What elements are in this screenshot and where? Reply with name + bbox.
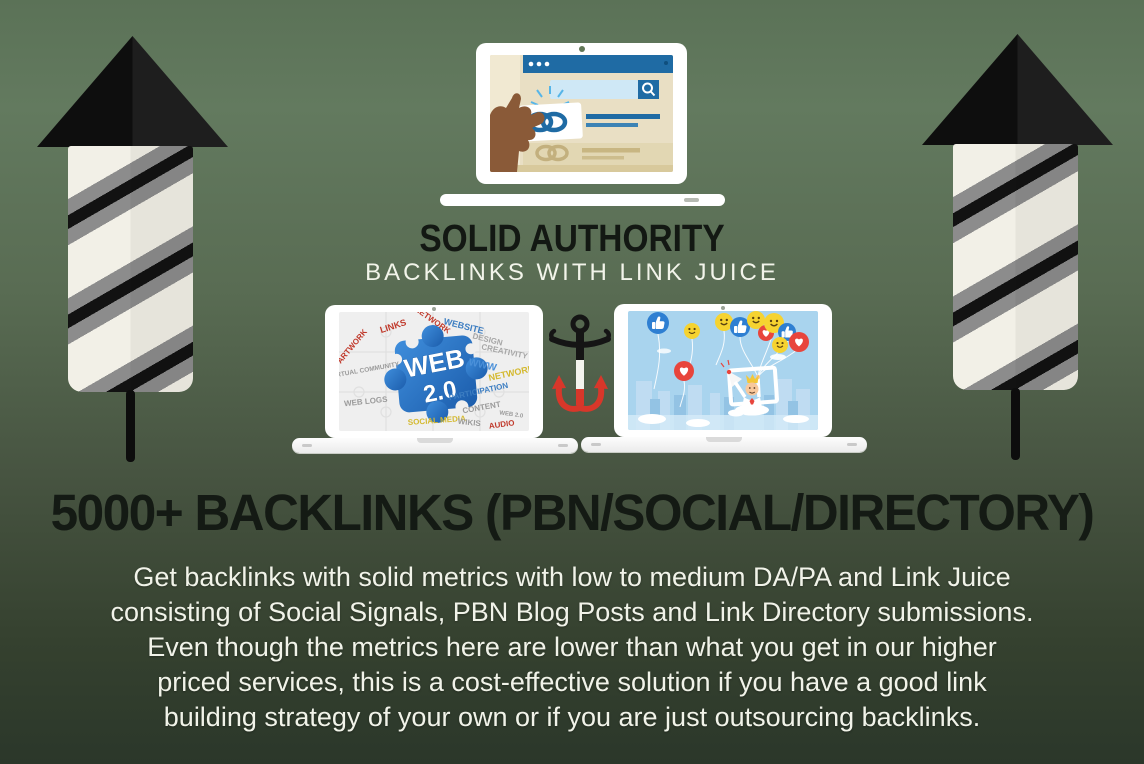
text-line-1	[586, 114, 660, 119]
rocket-cone	[37, 36, 228, 147]
description-line: Even though the metrics here are lower t…	[147, 632, 997, 662]
rocket-cone	[922, 34, 1113, 145]
man-smile	[749, 391, 756, 394]
window-close-dot	[664, 61, 668, 65]
base-dash	[847, 443, 857, 446]
megaphone-tip	[726, 369, 732, 375]
sparkle-lines	[530, 86, 570, 106]
crown-icon	[746, 374, 759, 383]
webcam-dot	[578, 46, 585, 52]
cone-left-half	[922, 34, 1018, 145]
laptop-base	[292, 438, 578, 453]
man-head	[745, 382, 759, 396]
haze	[628, 415, 818, 430]
cone-right-half	[132, 36, 228, 147]
laptop-social-balloons-illustration	[581, 304, 867, 454]
window-dots	[528, 61, 550, 67]
description-paragraph: Get backlinks with solid metrics with lo…	[15, 560, 1129, 735]
base-dash	[684, 198, 699, 202]
web20-puzzle-scene: WEB 2.0 LINKS NETWORK WEBSITE ARTWORK DE…	[339, 312, 529, 431]
laptop-bezel	[476, 43, 687, 184]
arrowhead-left	[552, 375, 566, 389]
main-headline: 5000+ BACKLINKS (PBN/SOCIAL/DIRECTORY)	[50, 484, 1095, 541]
man-eye	[748, 387, 751, 389]
webcam-dot	[721, 306, 725, 310]
link-building-scene	[490, 55, 673, 172]
word-cloud-word: AUDIO	[488, 418, 515, 431]
shank-middle	[576, 360, 584, 389]
laptop-bezel	[614, 304, 832, 437]
arrowhead-right	[594, 375, 608, 389]
man-eye	[753, 387, 756, 389]
blue-puzzle-hole: WEB 2.0	[384, 325, 488, 423]
cone-right-half	[1017, 34, 1113, 145]
base-notch	[706, 437, 742, 442]
base-notch	[417, 438, 453, 443]
word-cloud-word: WIKIS	[457, 417, 482, 428]
description-line: consisting of Social Signals, PBN Blog P…	[110, 597, 1034, 627]
description-line: Get backlinks with solid metrics with lo…	[133, 562, 1011, 592]
word-cloud-word: WEB 2.0	[499, 410, 524, 419]
rocket-body-striped	[68, 146, 193, 392]
webcam-dot	[432, 307, 436, 311]
man-tie	[749, 398, 755, 407]
description-line: building strategy of your own or if you …	[163, 702, 981, 732]
rocket-body-striped	[953, 144, 1078, 390]
anchor-graphic	[549, 314, 611, 412]
base-dash	[302, 444, 312, 447]
hand-illustration	[490, 93, 545, 172]
anchor-arm-right	[577, 384, 605, 412]
base-dash	[558, 444, 568, 447]
base-dash	[591, 443, 601, 446]
laptop-screen	[490, 55, 673, 172]
balloon-strings	[653, 330, 799, 408]
laptop-screen	[628, 311, 818, 430]
clouds	[638, 348, 809, 427]
firework-rocket-icon	[37, 36, 228, 462]
cloud-under-man-small	[728, 409, 744, 417]
crossbar-curl-right	[603, 328, 611, 343]
faded-line-1	[582, 148, 640, 153]
shank-top	[576, 330, 584, 360]
man-arm-left	[733, 381, 747, 398]
bottom-strip	[490, 165, 673, 172]
search-icon	[642, 82, 656, 97]
web20-label-bottom: 2.0	[421, 376, 459, 409]
word-cloud-word: SOCIAL MEDIA	[408, 414, 467, 427]
balloon-man	[720, 359, 779, 417]
megaphone-notes	[720, 359, 730, 368]
hero-subtitle: BACKLINKS WITH LINK JUICE	[365, 259, 779, 286]
laptop-link-building-illustration	[440, 43, 725, 207]
laptop-bezel: WEB 2.0 LINKS NETWORK WEBSITE ARTWORK DE…	[325, 305, 543, 438]
laptop-base	[440, 194, 725, 206]
laptop-web20-puzzle-illustration: WEB 2.0 LINKS NETWORK WEBSITE ARTWORK DE…	[292, 305, 578, 455]
browser-titlebar	[523, 55, 673, 73]
firework-rocket-icon	[922, 34, 1113, 460]
megaphone-icon	[728, 371, 742, 387]
balloons	[647, 311, 809, 381]
faded-line-2	[582, 156, 624, 160]
faded-chain-icon	[535, 144, 569, 162]
social-balloons-scene	[628, 311, 818, 430]
laptop-base	[581, 437, 867, 452]
rocket-stick	[1011, 388, 1020, 460]
hero-title: SOLID AUTHORITY	[419, 218, 725, 260]
rocket-stick	[126, 390, 135, 462]
anchor-with-arrows-icon	[544, 311, 616, 419]
text-line-2	[586, 123, 638, 127]
crossbar-curl-left	[549, 328, 557, 343]
laptop-screen: WEB 2.0 LINKS NETWORK WEBSITE ARTWORK DE…	[339, 312, 529, 431]
cone-left-half	[37, 36, 133, 147]
description-line: priced services, this is a cost-effectiv…	[157, 667, 987, 697]
man-arm-right	[756, 377, 761, 398]
search-bar	[550, 80, 638, 99]
